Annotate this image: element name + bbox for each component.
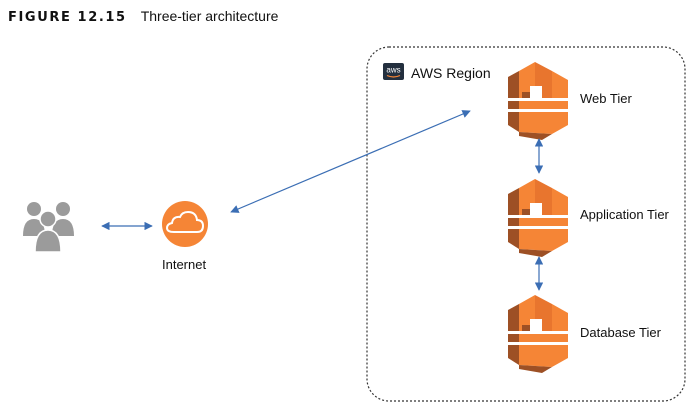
svg-text:aws: aws	[386, 66, 400, 75]
figure-caption: Three-tier architecture	[140, 8, 279, 24]
web-tier-label: Web Tier	[580, 91, 632, 106]
figure-header: FIGURE 12.15 Three-tier architecture	[8, 8, 278, 28]
figure-number: FIGURE 12.15	[8, 10, 127, 25]
internet-label: Internet	[162, 257, 207, 272]
internet-web-arrow	[230, 110, 471, 213]
ec2-instance-icon	[508, 62, 568, 140]
aws-logo-icon: aws	[383, 63, 404, 80]
ec2-instance-icon	[508, 295, 568, 373]
application-tier-label: Application Tier	[580, 207, 669, 222]
aws-region-boundary	[366, 46, 686, 402]
ec2-instance-icon	[508, 179, 568, 257]
database-tier-label: Database Tier	[580, 325, 661, 340]
internet-cloud-icon	[162, 201, 208, 247]
users-group-icon	[23, 202, 74, 253]
aws-region-label: AWS Region	[411, 65, 491, 81]
